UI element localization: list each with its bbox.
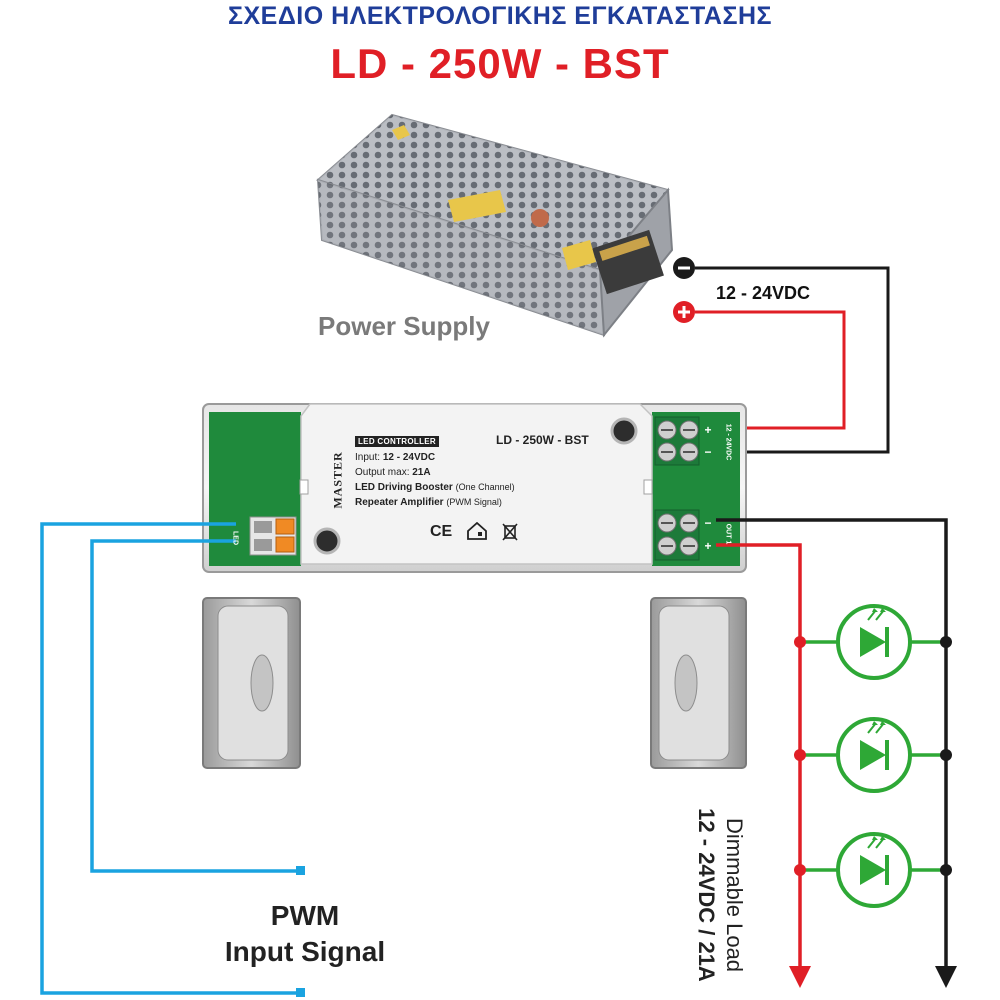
svg-text:−: − bbox=[704, 516, 711, 530]
output-positive-arrow bbox=[789, 966, 811, 988]
output-terminal-label: OUT 1 bbox=[724, 523, 732, 545]
mounting-clip-left bbox=[202, 597, 301, 769]
spec-repeater-note: (PWM Signal) bbox=[446, 497, 502, 507]
positive-junction-dot bbox=[794, 864, 806, 876]
input-terminal-block: + − bbox=[654, 416, 712, 466]
spec-repeater-label: Repeater Amplifier bbox=[355, 497, 444, 508]
spec-output-label: Output max: bbox=[355, 467, 410, 478]
controller-panel-title: LED CONTROLLER bbox=[355, 436, 439, 447]
spec-input: Input: 12 - 24VDC bbox=[355, 452, 435, 463]
negative-junction-dot bbox=[940, 636, 952, 648]
spec-input-label: Input: bbox=[355, 452, 381, 463]
pwm-terminal-label: LED bbox=[231, 531, 239, 545]
output-terminal-block: − + bbox=[654, 509, 712, 561]
plus-terminal-icon bbox=[673, 301, 695, 323]
diagram-title-greek: ΣΧΕΔΙΟ ΗΛΕΚΤΡΟΛΟΓΙΚΗΣ ΕΓΚΑΤΑΣΤΑΣΗΣ bbox=[227, 2, 773, 30]
input-terminal-label: 12 - 24VDC bbox=[724, 423, 732, 461]
spec-output-value: 21A bbox=[412, 467, 431, 478]
spec-repeater: Repeater Amplifier (PWM Signal) bbox=[355, 497, 502, 508]
pwm-wire-end-bottom bbox=[296, 988, 305, 997]
load-label-line2: 12 - 24VDC / 21A bbox=[694, 808, 719, 982]
pwm-terminal-block bbox=[249, 516, 297, 556]
weee-bin-icon bbox=[500, 521, 520, 541]
supply-voltage-label: 12 - 24VDC bbox=[716, 283, 811, 303]
svg-text:+: + bbox=[704, 539, 711, 553]
svg-text:+: + bbox=[704, 423, 711, 437]
power-supply-label: Power Supply bbox=[318, 311, 490, 341]
positive-junction-dot bbox=[794, 636, 806, 648]
pwm-wire-inner bbox=[90, 539, 300, 873]
led-load-2 bbox=[794, 717, 952, 793]
negative-junction-dot bbox=[940, 864, 952, 876]
controller-model-label: LD - 250W - BST bbox=[496, 433, 589, 447]
negative-junction-dot bbox=[940, 749, 952, 761]
ce-mark-icon: CE bbox=[430, 523, 453, 540]
spec-output: Output max: 21A bbox=[355, 467, 431, 478]
led-load-3 bbox=[794, 832, 952, 908]
led-icon bbox=[836, 717, 912, 793]
pwm-label-line1: PWM bbox=[270, 900, 340, 931]
output-positive-wire bbox=[716, 543, 802, 968]
output-negative-arrow bbox=[935, 966, 957, 988]
pwm-wire-end-top bbox=[296, 866, 305, 875]
supply-negative-wire bbox=[695, 266, 890, 454]
svg-text:−: − bbox=[704, 445, 711, 459]
positive-junction-dot bbox=[794, 749, 806, 761]
supply-positive-wire bbox=[695, 310, 846, 430]
led-icon bbox=[836, 832, 912, 908]
pwm-wire-outer bbox=[40, 522, 300, 995]
spec-booster-note: (One Channel) bbox=[455, 482, 515, 492]
output-negative-wire bbox=[716, 518, 948, 968]
indoor-use-icon bbox=[466, 521, 488, 540]
pwm-input-label: PWM Input Signal bbox=[160, 898, 450, 970]
led-icon bbox=[836, 604, 912, 680]
spec-booster: LED Driving Booster (One Channel) bbox=[355, 482, 515, 493]
dimmable-load-label: Dimmable Load 12 - 24VDC / 21A bbox=[690, 790, 750, 1000]
mounting-clip-right bbox=[650, 597, 747, 769]
power-supply-unit bbox=[316, 113, 674, 338]
spec-input-value: 12 - 24VDC bbox=[382, 452, 436, 463]
brand-logo: MASTER bbox=[330, 451, 345, 509]
pwm-label-line2: Input Signal bbox=[224, 936, 386, 967]
diagram-model-title: LD - 250W - BST bbox=[330, 40, 670, 87]
led-load-1 bbox=[794, 604, 952, 680]
load-label-line1: Dimmable Load bbox=[722, 817, 747, 973]
spec-booster-label: LED Driving Booster bbox=[355, 482, 453, 493]
minus-terminal-icon bbox=[673, 257, 695, 279]
